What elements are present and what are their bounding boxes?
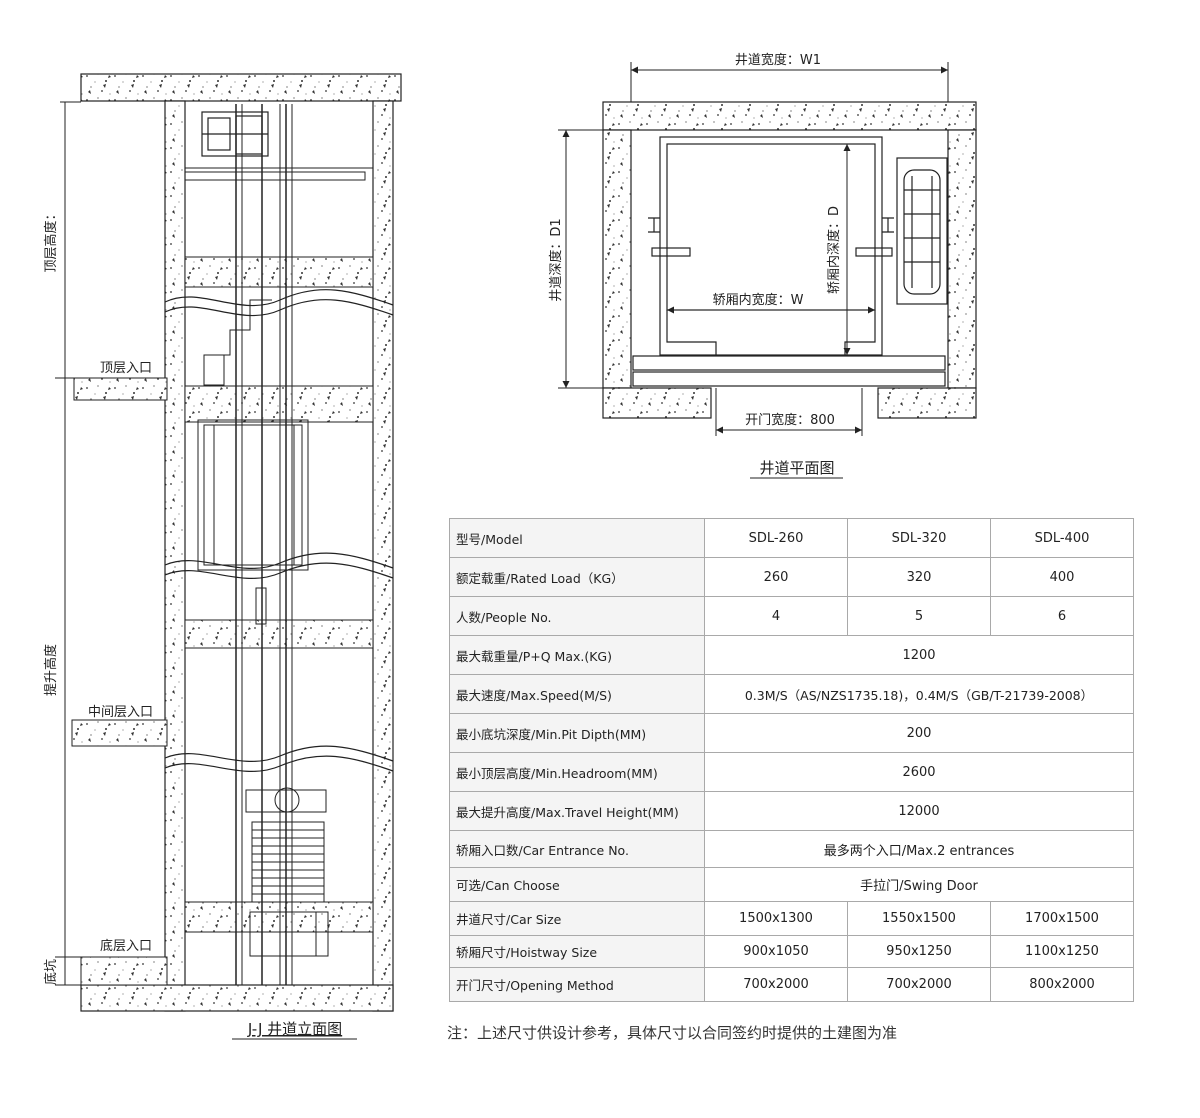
floor-slab-upper: [184, 256, 374, 288]
table-cell-label: 开门尺寸/Opening Method: [449, 967, 705, 1002]
table-row: 人数/People No. 4 5 6: [449, 596, 1135, 636]
middle-landing-slab: [71, 719, 168, 747]
elevation-view: 顶层高度： 提升高度 底坑 顶层入口 中间层入口 底层入口 J-J 井道立面图: [43, 73, 402, 1040]
machine-base: [184, 171, 366, 181]
bottom-entrance-label: 底层入口: [100, 938, 152, 954]
door-width-label: 开门宽度：800: [745, 412, 835, 428]
table-cell: 6: [989, 596, 1135, 636]
table-cell: 1200: [704, 635, 1134, 675]
table-cell: 2600: [704, 752, 1134, 792]
plan-rail-right: [855, 217, 894, 257]
lower-car: [245, 787, 329, 957]
car-frame: [197, 299, 309, 571]
shaft-width-label: 井道宽度：W1: [735, 52, 821, 68]
table-cell: 手拉门/Swing Door: [704, 867, 1134, 902]
table-cell: 5: [846, 596, 991, 636]
table-cell: 1700x1500: [989, 901, 1135, 936]
table-cell: 700x2000: [704, 967, 848, 1002]
table-row: 最小顶层高度/Min.Headroom(MM) 2600: [449, 752, 1134, 792]
table-cell: 260: [704, 557, 848, 597]
table-cell: 1550x1500: [846, 901, 991, 936]
table-cell: 900x1050: [704, 935, 848, 968]
table-row: 最大载重量/P+Q Max.(KG) 1200: [449, 635, 1134, 675]
table-cell-label: 最小顶层高度/Min.Headroom(MM): [449, 752, 705, 792]
left-wall: [164, 100, 186, 1012]
table-cell: 400: [989, 557, 1135, 597]
table-row: 井道尺寸/Car Size 1500x1300 1550x1500 1700x1…: [449, 901, 1135, 936]
table-cell-label: 井道尺寸/Car Size: [449, 901, 705, 936]
table-cell-label: 最小底坑深度/Min.Pit Dipth(MM): [449, 713, 705, 753]
top-entrance-label: 顶层入口: [100, 361, 152, 376]
plan-wall-top: [602, 101, 977, 131]
table-row: 轿厢尺寸/Hoistway Size 900x1050 950x1250 110…: [449, 935, 1135, 968]
table-cell: 4: [704, 596, 848, 636]
top-landing-slab: [73, 377, 168, 401]
car-depth-label: 轿厢内深度：D: [826, 206, 842, 294]
counterweight: [255, 587, 267, 625]
plan-wall-left: [602, 129, 632, 389]
table-cell: SDL-260: [704, 518, 848, 558]
plan-rail-left: [648, 217, 691, 257]
travel-height-label: 提升高度: [43, 644, 59, 696]
floor-slab-lower: [184, 901, 374, 933]
table-cell-label: 最大速度/Max.Speed(M/S): [449, 674, 705, 714]
table-cell: 700x2000: [846, 967, 991, 1002]
table-cell-label: 轿厢尺寸/Hoistway Size: [449, 935, 705, 968]
break-line-1: [164, 289, 394, 307]
roof-slab: [80, 73, 402, 102]
table-cell-label: 最大载重量/P+Q Max.(KG): [449, 635, 705, 675]
pit-floor-slab: [80, 984, 394, 1012]
table-cell-label: 额定载重/Rated Load（KG）: [449, 557, 705, 597]
table-cell: 800x2000: [989, 967, 1135, 1002]
table-cell-label: 可选/Can Choose: [449, 867, 705, 902]
plan-drive-unit: [896, 157, 948, 305]
break-line-3b: [164, 755, 394, 772]
car-width-label: 轿厢内宽度：W: [713, 292, 804, 308]
table-cell: 0.3M/S（AS/NZS1735.18)，0.4M/S（GB/T-21739-…: [704, 674, 1134, 714]
table-row: 可选/Can Choose 手拉门/Swing Door: [449, 867, 1134, 902]
table-row: 最小底坑深度/Min.Pit Dipth(MM) 200: [449, 713, 1134, 753]
pit-label: 底坑: [43, 959, 59, 985]
break-line-1b: [164, 299, 394, 317]
headroom-label: 顶层高度：: [43, 207, 59, 272]
table-row: 开门尺寸/Opening Method 700x2000 700x2000 80…: [449, 967, 1135, 1002]
shaft-depth-label: 井道深度：D1: [548, 218, 564, 301]
table-cell: 950x1250: [846, 935, 991, 968]
table-row: 额定载重/Rated Load（KG） 260 320 400: [449, 557, 1135, 597]
middle-entrance-label: 中间层入口: [88, 705, 153, 720]
break-line-2: [164, 552, 394, 569]
table-row: 最大速度/Max.Speed(M/S) 0.3M/S（AS/NZS1735.18…: [449, 674, 1134, 714]
elevation-title: J-J 井道立面图: [247, 1020, 342, 1038]
table-header-row: 型号/Model SDL-260 SDL-320 SDL-400: [449, 518, 1135, 558]
table-cell: SDL-320: [846, 518, 991, 558]
plan-wall-right: [947, 129, 977, 389]
bottom-landing-slab: [80, 956, 168, 986]
plan-car: [632, 136, 946, 387]
plan-wall-bottom-left: [602, 387, 712, 419]
plan-title: 井道平面图: [759, 459, 834, 477]
drive-machine: [201, 111, 269, 157]
table-cell-label: 人数/People No.: [449, 596, 705, 636]
floor-slab-middle: [184, 619, 374, 649]
table-cell: 最多两个入口/Max.2 entrances: [704, 830, 1134, 868]
right-wall: [372, 100, 394, 1012]
table-cell-label: 轿厢入口数/Car Entrance No.: [449, 830, 705, 868]
table-cell: 1100x1250: [989, 935, 1135, 968]
floor-slab-top-entrance: [184, 385, 374, 423]
break-line-3: [164, 745, 394, 762]
table-cell-label: 型号/Model: [449, 518, 705, 558]
plan-wall-bottom-right: [877, 387, 977, 419]
table-cell: 12000: [704, 791, 1134, 831]
plan-view: 井道宽度：W1 井道深度：D1 轿厢内宽度：W 轿厢内深度：D 开门宽度：800…: [548, 52, 977, 479]
table-row: 轿厢入口数/Car Entrance No. 最多两个入口/Max.2 entr…: [449, 830, 1134, 868]
footnote: 注：上述尺寸供设计参考，具体尺寸以合同签约时提供的土建图为准: [447, 1024, 898, 1042]
table-row: 最大提升高度/Max.Travel Height(MM) 12000: [449, 791, 1134, 831]
table-cell: 1500x1300: [704, 901, 848, 936]
table-cell: 200: [704, 713, 1134, 753]
spec-table: 型号/Model SDL-260 SDL-320 SDL-400 额定载重/Ra…: [449, 518, 1135, 1002]
table-cell-label: 最大提升高度/Max.Travel Height(MM): [449, 791, 705, 831]
table-cell: 320: [846, 557, 991, 597]
table-cell: SDL-400: [989, 518, 1135, 558]
